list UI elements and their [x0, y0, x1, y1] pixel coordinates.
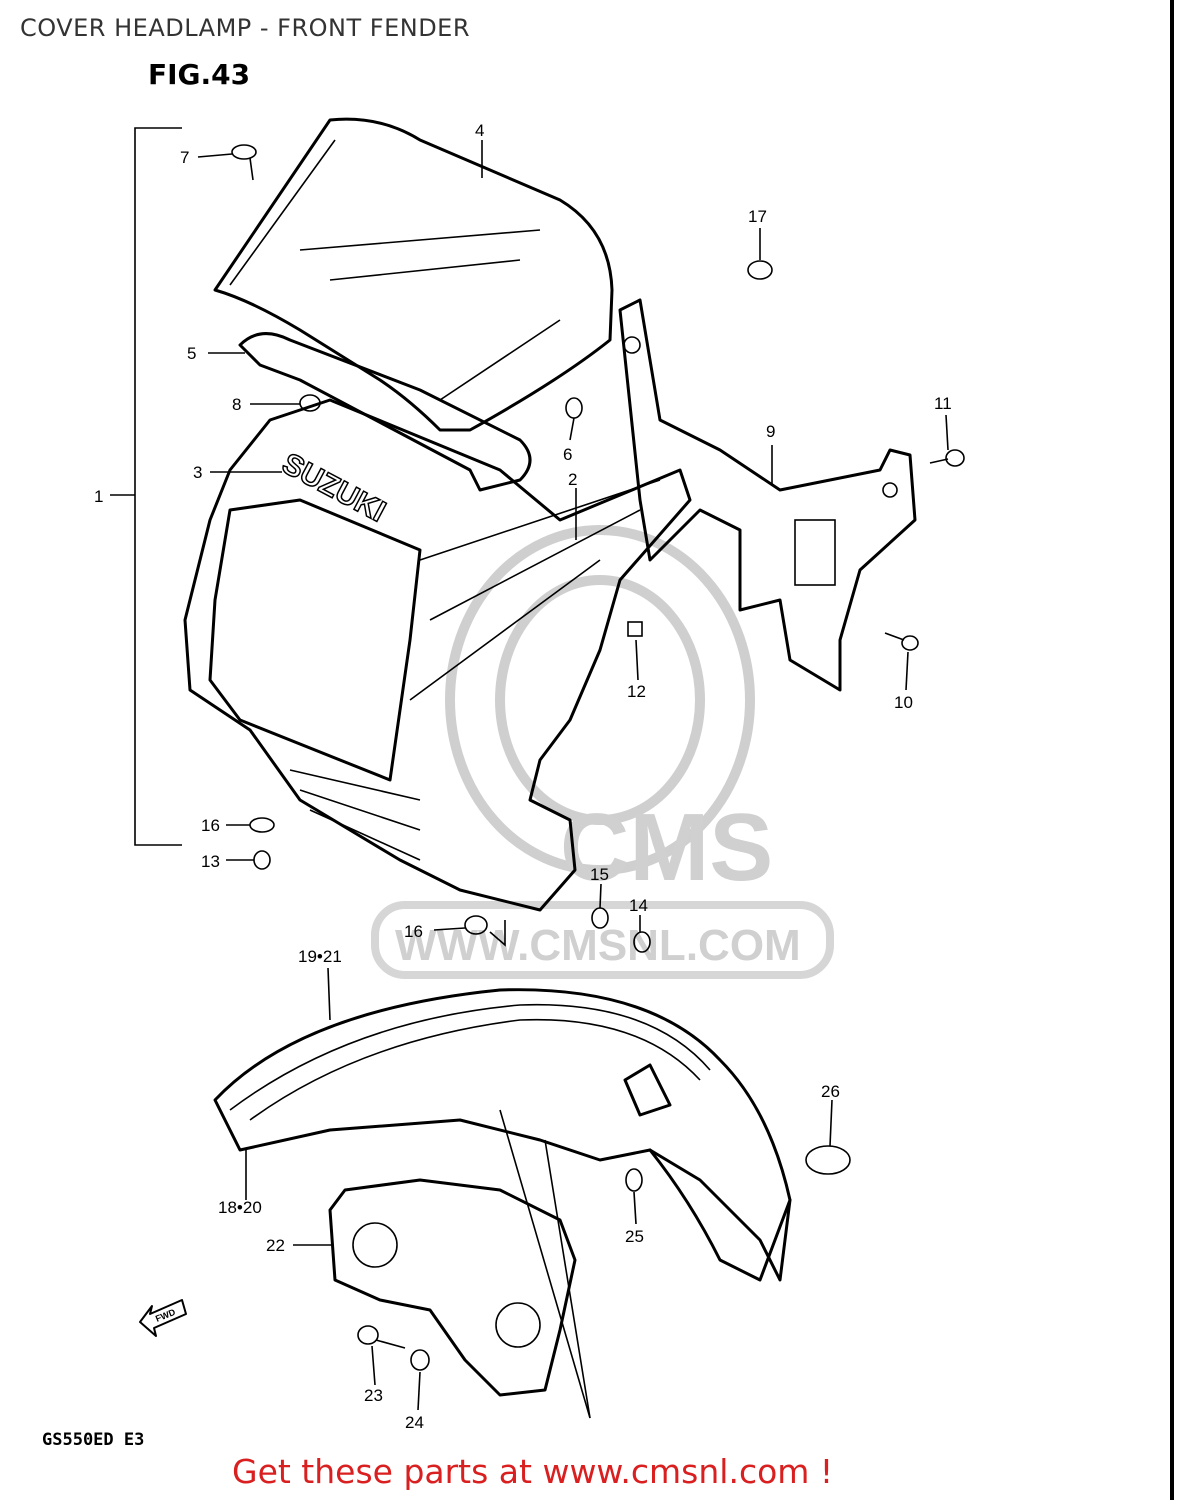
forward-arrow: FWD	[139, 1299, 187, 1337]
callout-16b: 16	[404, 922, 423, 941]
washer-25	[625, 1168, 643, 1192]
callout-6: 6	[563, 445, 572, 464]
callout-8: 8	[232, 395, 241, 414]
callout-10: 10	[894, 693, 913, 712]
callout-19-21: 19•21	[298, 947, 342, 966]
suzuki-emblem: SUZUKI	[277, 447, 391, 529]
front-fender-part	[213, 988, 792, 1282]
right-border	[1170, 0, 1174, 1500]
model-code: GS550ED E3	[42, 1430, 145, 1450]
screw-11	[945, 449, 965, 467]
fender-brace-part	[328, 1178, 577, 1397]
grommet-16b	[464, 915, 488, 935]
trim-strip-part	[238, 332, 532, 492]
washer-24	[410, 1349, 430, 1371]
callout-12: 12	[627, 682, 646, 701]
figure-label: FIG.43	[148, 58, 251, 91]
mounting-bracket-part	[618, 298, 917, 692]
watermark-logo: CMS	[560, 794, 773, 901]
callout-labels: 1 2 3 4 5 6 7 8 9 10 11 12 13 14 15 16 1…	[94, 121, 952, 1432]
callout-9: 9	[766, 422, 775, 441]
callout-2: 2	[568, 470, 577, 489]
callout-25: 25	[625, 1227, 644, 1246]
screw-6	[565, 397, 583, 419]
callout-5: 5	[187, 344, 196, 363]
callout-26: 26	[821, 1082, 840, 1101]
callout-18-20: 18•20	[218, 1198, 262, 1217]
callout-22: 22	[266, 1236, 285, 1255]
fasteners	[231, 144, 965, 1371]
watermark-url: WWW.CMSNL.COM	[395, 921, 801, 970]
callout-13: 13	[201, 852, 220, 871]
grommet-16a	[249, 817, 275, 833]
callout-11: 11	[934, 394, 952, 413]
callout-14: 14	[629, 896, 648, 915]
page-title: COVER HEADLAMP - FRONT FENDER	[20, 14, 471, 42]
callout-7: 7	[180, 148, 189, 167]
screw-7	[231, 144, 257, 160]
screw-14	[633, 931, 651, 953]
clip-12	[627, 621, 643, 637]
callout-3: 3	[193, 463, 202, 482]
promo-text: Get these parts at www.cmsnl.com !	[232, 1452, 834, 1491]
callout-16a: 16	[201, 816, 220, 835]
callout-24: 24	[405, 1413, 424, 1432]
screw-10	[901, 635, 919, 651]
callout-1: 1	[94, 487, 103, 506]
callout-23: 23	[364, 1386, 383, 1405]
fwd-label: FWD	[154, 1307, 177, 1324]
watermark: CMS WWW.CMSNL.COM	[371, 525, 834, 979]
grommet-17	[747, 260, 773, 280]
callout-17: 17	[748, 207, 767, 226]
callout-4: 4	[475, 121, 484, 140]
bolt-23	[357, 1325, 379, 1345]
callout-15: 15	[590, 865, 609, 884]
leader-lines	[197, 140, 949, 1419]
grommet-26	[805, 1145, 851, 1175]
visor-part	[213, 117, 614, 432]
assembly-bracket	[110, 127, 182, 846]
nut-8	[299, 394, 321, 412]
screw-13	[253, 850, 271, 870]
